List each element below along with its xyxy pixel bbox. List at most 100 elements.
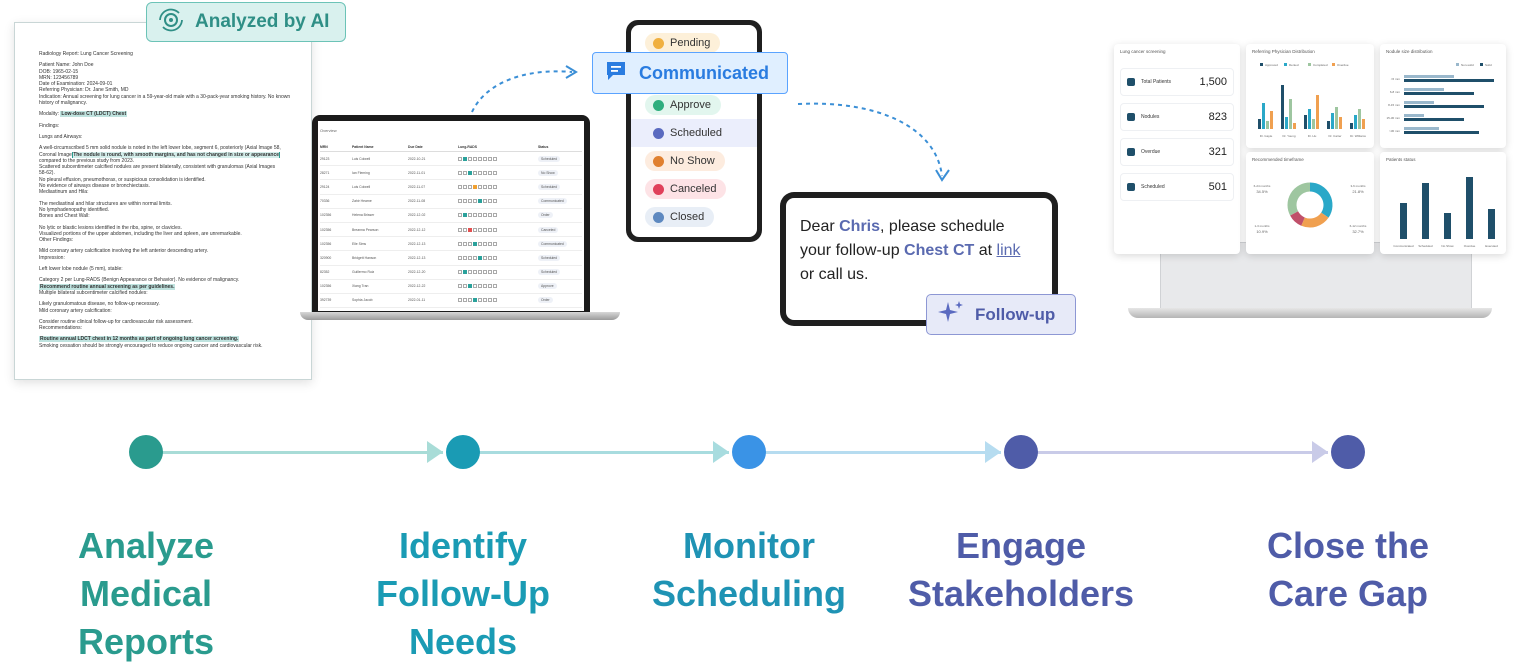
status-cell: Scheduled	[538, 155, 582, 162]
report-line: Mild coronary artery calcification invol…	[39, 248, 209, 255]
lung-rads-box	[473, 184, 477, 189]
step-label: Close the Care Gap	[1266, 525, 1430, 614]
status-cell: Order	[538, 212, 582, 219]
col-header-status[interactable]: Status	[538, 145, 549, 149]
lung-rads-box	[463, 270, 467, 275]
timeline-dot	[732, 435, 766, 469]
col-header-patient[interactable]: Patient Name	[352, 145, 374, 149]
status-pill[interactable]: Communicated	[538, 198, 567, 205]
lung-rads-box	[478, 170, 482, 175]
status-pill[interactable]: Order	[538, 297, 553, 304]
lung-rads-box	[478, 255, 482, 260]
kpi-label: Nodules	[1141, 114, 1160, 120]
mrn-cell: 102356	[320, 284, 332, 289]
report-line: history of malignancy.	[39, 100, 87, 107]
bar	[1404, 79, 1494, 82]
lung-rads-box	[493, 270, 497, 275]
due-date-cell: 2022-11-08	[408, 199, 426, 204]
bar	[1404, 101, 1434, 104]
due-date-cell: 2022-01-11	[408, 298, 426, 303]
status-pill[interactable]: Approve	[538, 283, 557, 290]
lung-rads-box	[493, 184, 497, 189]
schedule-link[interactable]: link	[996, 242, 1021, 259]
report-line: Scattered subcentimeter calcified nodule…	[39, 164, 276, 171]
report-line: Radiology Report: Lung Cancer Screening	[39, 51, 133, 57]
status-pill[interactable]: Order	[538, 212, 553, 219]
report-line: MRN: 123456789	[39, 74, 79, 81]
lung-rads-box	[483, 227, 487, 232]
status-pill[interactable]: Scheduled	[538, 155, 561, 162]
col-header-due-date[interactable]: Due Date	[408, 145, 423, 149]
status-pill[interactable]: No Show	[538, 169, 558, 176]
lung-rads-box	[458, 184, 462, 189]
lung-rads-box	[463, 170, 467, 175]
lung-rads-box	[468, 170, 472, 175]
lung-rads-box	[488, 213, 492, 218]
mrn-cell: 29123	[320, 156, 330, 161]
bar	[1466, 177, 1473, 239]
patient-name-cell: Helena Brisser	[352, 213, 375, 218]
lung-rads-box	[463, 298, 467, 303]
status-pill[interactable]: Scheduled	[538, 269, 561, 276]
report-line: Impression:	[39, 254, 65, 261]
status-no-show[interactable]: No Show	[645, 151, 725, 171]
timeframe-label: 3-6 months	[1350, 184, 1366, 188]
message-body: Dear Chris, please schedule your follow-…	[786, 198, 1052, 320]
mrn-cell: 28271	[320, 170, 330, 175]
lung-rads-box	[473, 199, 477, 204]
col-header-lung-rads[interactable]: Lung-RADS	[458, 145, 478, 149]
status-approve[interactable]: Approve	[645, 95, 721, 115]
radiology-report: Radiology Report: Lung Cancer Screening …	[14, 22, 312, 380]
legend-label: Non-solid	[1461, 63, 1474, 67]
status-canceled[interactable]: Canceled	[645, 179, 727, 199]
category-label: Dr. Gayle	[1260, 134, 1273, 138]
status-pending[interactable]: Pending	[645, 33, 721, 53]
status-pill[interactable]: Scheduled	[538, 183, 561, 190]
lung-rads-cell	[458, 284, 538, 289]
lung-rads-cell	[458, 184, 538, 189]
step-label: Monitor Scheduling	[651, 525, 846, 614]
status-scheduled[interactable]: Scheduled	[645, 123, 732, 143]
status-closed[interactable]: Closed	[645, 207, 715, 227]
status-pill[interactable]: Communicated	[538, 240, 567, 247]
lung-rads-box	[473, 241, 477, 246]
lung-rads-box	[493, 284, 497, 289]
report-line: 58-62).	[39, 170, 55, 177]
col-header-mrn[interactable]: MRN	[320, 145, 328, 149]
report-recommend-highlight: Recommend routine annual screening as pe…	[39, 283, 176, 290]
kpi-value: 823	[1208, 111, 1227, 123]
status-pill[interactable]: Scheduled	[538, 254, 561, 261]
lung-rads-box	[478, 298, 482, 303]
status-pill[interactable]: Canceled	[538, 226, 559, 233]
sparkle-icon	[937, 299, 965, 330]
lung-rads-box	[483, 184, 487, 189]
bar	[1362, 119, 1365, 129]
bar	[1335, 107, 1338, 129]
lung-rads-box	[478, 284, 482, 289]
timeline-connector	[763, 451, 1001, 454]
status-cell: Communicated	[538, 198, 582, 205]
status-cell: Order	[538, 297, 582, 304]
timeline-arrowhead	[713, 441, 729, 463]
lung-rads-box	[463, 199, 467, 204]
patient-name-cell: Bridgett Hanson	[352, 255, 377, 260]
report-line: Smoking cessation should be strongly enc…	[39, 342, 263, 349]
lung-rads-box	[488, 184, 492, 189]
communicated-badge: Communicated	[592, 52, 788, 94]
communicated-label: Communicated	[639, 62, 770, 83]
lung-rads-cell	[458, 199, 538, 204]
